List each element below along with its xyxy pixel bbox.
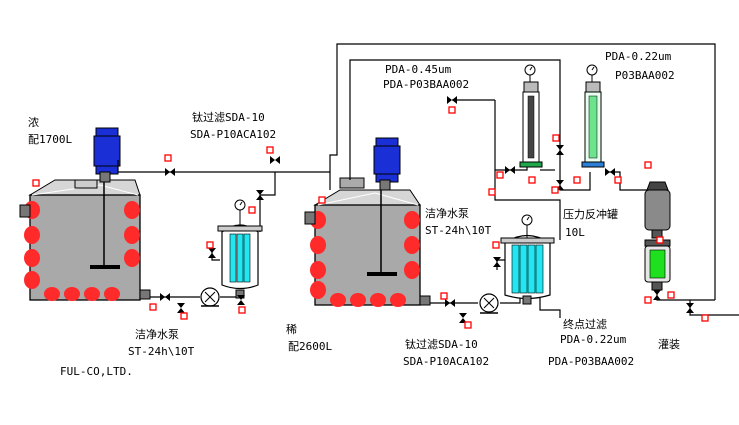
- label-concentrate-volume: 配1700L: [28, 133, 72, 146]
- iron-filter-housing-2: [500, 214, 555, 305]
- label-filling: 灌装: [658, 338, 680, 351]
- label-dilute-volume: 配2600L: [288, 340, 332, 353]
- label-iron-filter-2-name: 钛过滤SDA-10: [405, 337, 478, 351]
- label-iron-filter-1-model: SDA-P10ACA102: [190, 128, 276, 141]
- labels: 浓 配1700L 钛过滤SDA-10 SDA-P10ACA102 PDA-0.4…: [28, 50, 680, 378]
- label-dilute: 稀: [286, 323, 297, 336]
- pressure-backflush-tank: [644, 181, 671, 239]
- label-concentrate: 浓: [28, 116, 39, 129]
- label-iron-filter-1-name: 钛过滤SDA-10: [192, 110, 265, 124]
- label-pressure-tank: 压力反冲罐: [563, 207, 618, 221]
- iron-filter-housing-1: [217, 199, 263, 299]
- pda-045-filter: [519, 64, 543, 168]
- concentrate-motor: [93, 127, 121, 183]
- pump-2: [479, 293, 499, 314]
- concentrate-tank: [19, 178, 151, 301]
- label-final-filter-name: 终点过滤: [563, 317, 607, 331]
- label-pda045-name: PDA-0.45um: [385, 63, 452, 76]
- pda-022-filter: [581, 64, 605, 168]
- label-final-filter-model: PDA-P03BAA002: [548, 355, 634, 368]
- label-final-filter-spec: PDA-0.22um: [560, 333, 627, 346]
- label-pump2-name: 洁净水泵: [425, 206, 469, 220]
- label-company: FUL-CO,LTD.: [60, 365, 133, 378]
- pump-1: [200, 287, 220, 307]
- label-pump2-model: ST-24h\10T: [425, 224, 492, 237]
- label-pump1-name: 洁净水泵: [135, 327, 179, 341]
- label-pda022-model: P03BAA002: [615, 69, 675, 82]
- label-iron-filter-2-model: SDA-P10ACA102: [403, 355, 489, 368]
- dilute-motor: [373, 137, 401, 191]
- label-pressure-tank-volume: 10L: [565, 226, 585, 239]
- label-pda022-name: PDA-0.22um: [605, 50, 672, 63]
- dilute-tank: [304, 177, 431, 307]
- label-pump1-model: ST-24h\10T: [128, 345, 195, 358]
- final-filter: [644, 239, 671, 291]
- label-pda045-model: PDA-P03BAA002: [383, 78, 469, 91]
